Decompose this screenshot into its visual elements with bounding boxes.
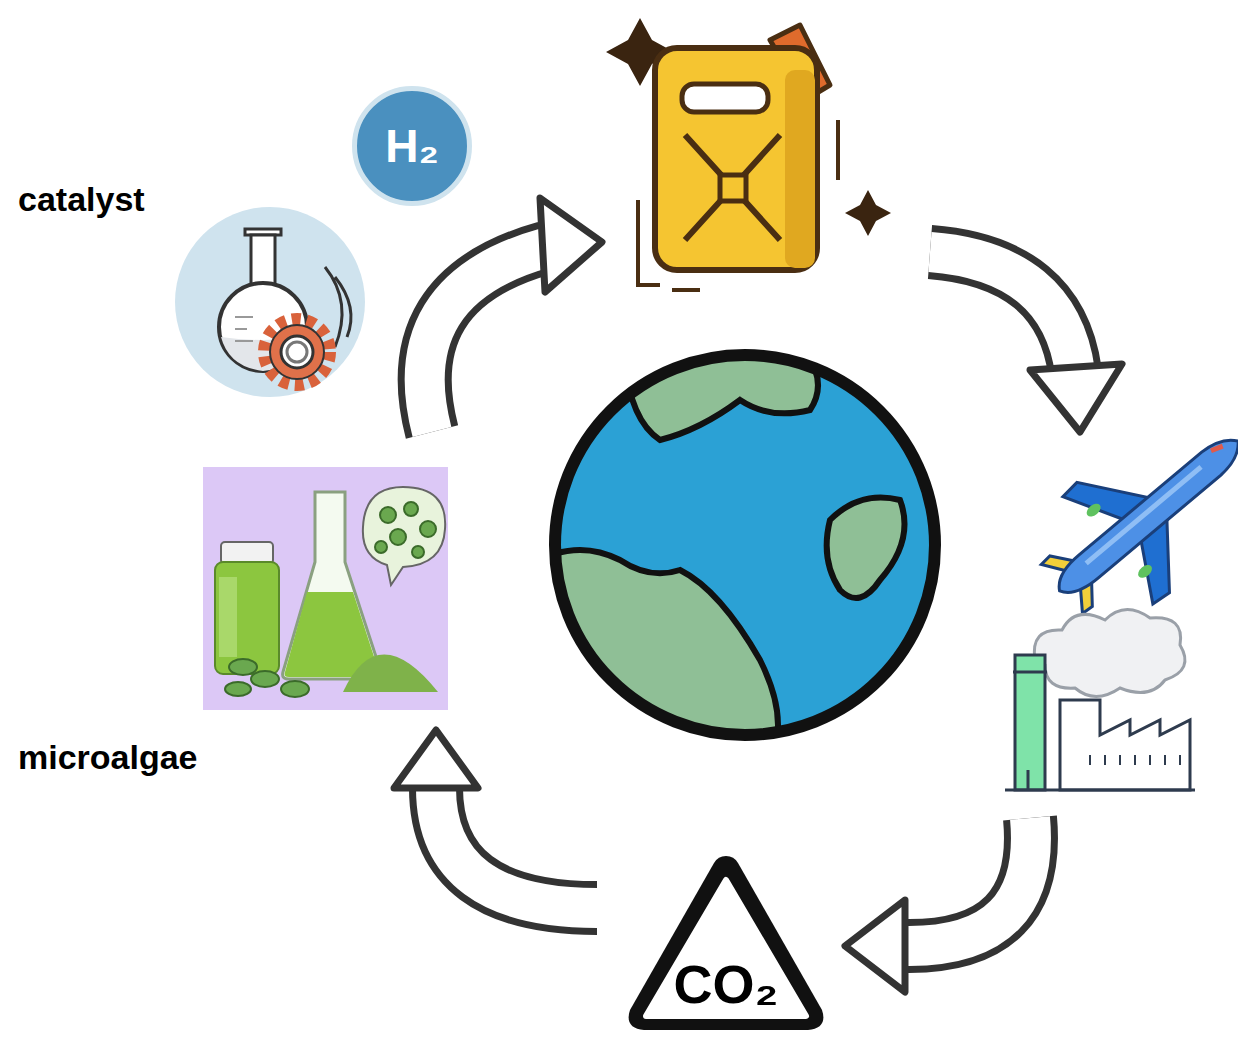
node-text: H₂ <box>385 121 439 172</box>
airplane-icon <box>1013 386 1238 646</box>
cycle-arrow <box>394 730 597 908</box>
catalyst-flask-icon <box>175 207 365 397</box>
earth-globe <box>540 340 935 760</box>
cycle-arrow <box>425 198 602 432</box>
cycle-arrow <box>930 252 1122 432</box>
cycle-arrow <box>845 818 1031 992</box>
catalyst-circle: catalyst <box>175 207 365 397</box>
microalgae-products-icon <box>203 467 448 710</box>
co2-warning-triangle: CO₂ <box>622 850 830 1036</box>
microalgae-panel: microalgae <box>203 467 448 710</box>
hydrogen-circle: H₂ <box>352 86 472 206</box>
fuel-can-icon <box>606 18 891 290</box>
node-text: CO₂ <box>674 955 779 1014</box>
icon-label: catalyst <box>18 181 145 218</box>
icon-label: microalgae <box>18 739 198 776</box>
factory-icon <box>1005 609 1195 790</box>
